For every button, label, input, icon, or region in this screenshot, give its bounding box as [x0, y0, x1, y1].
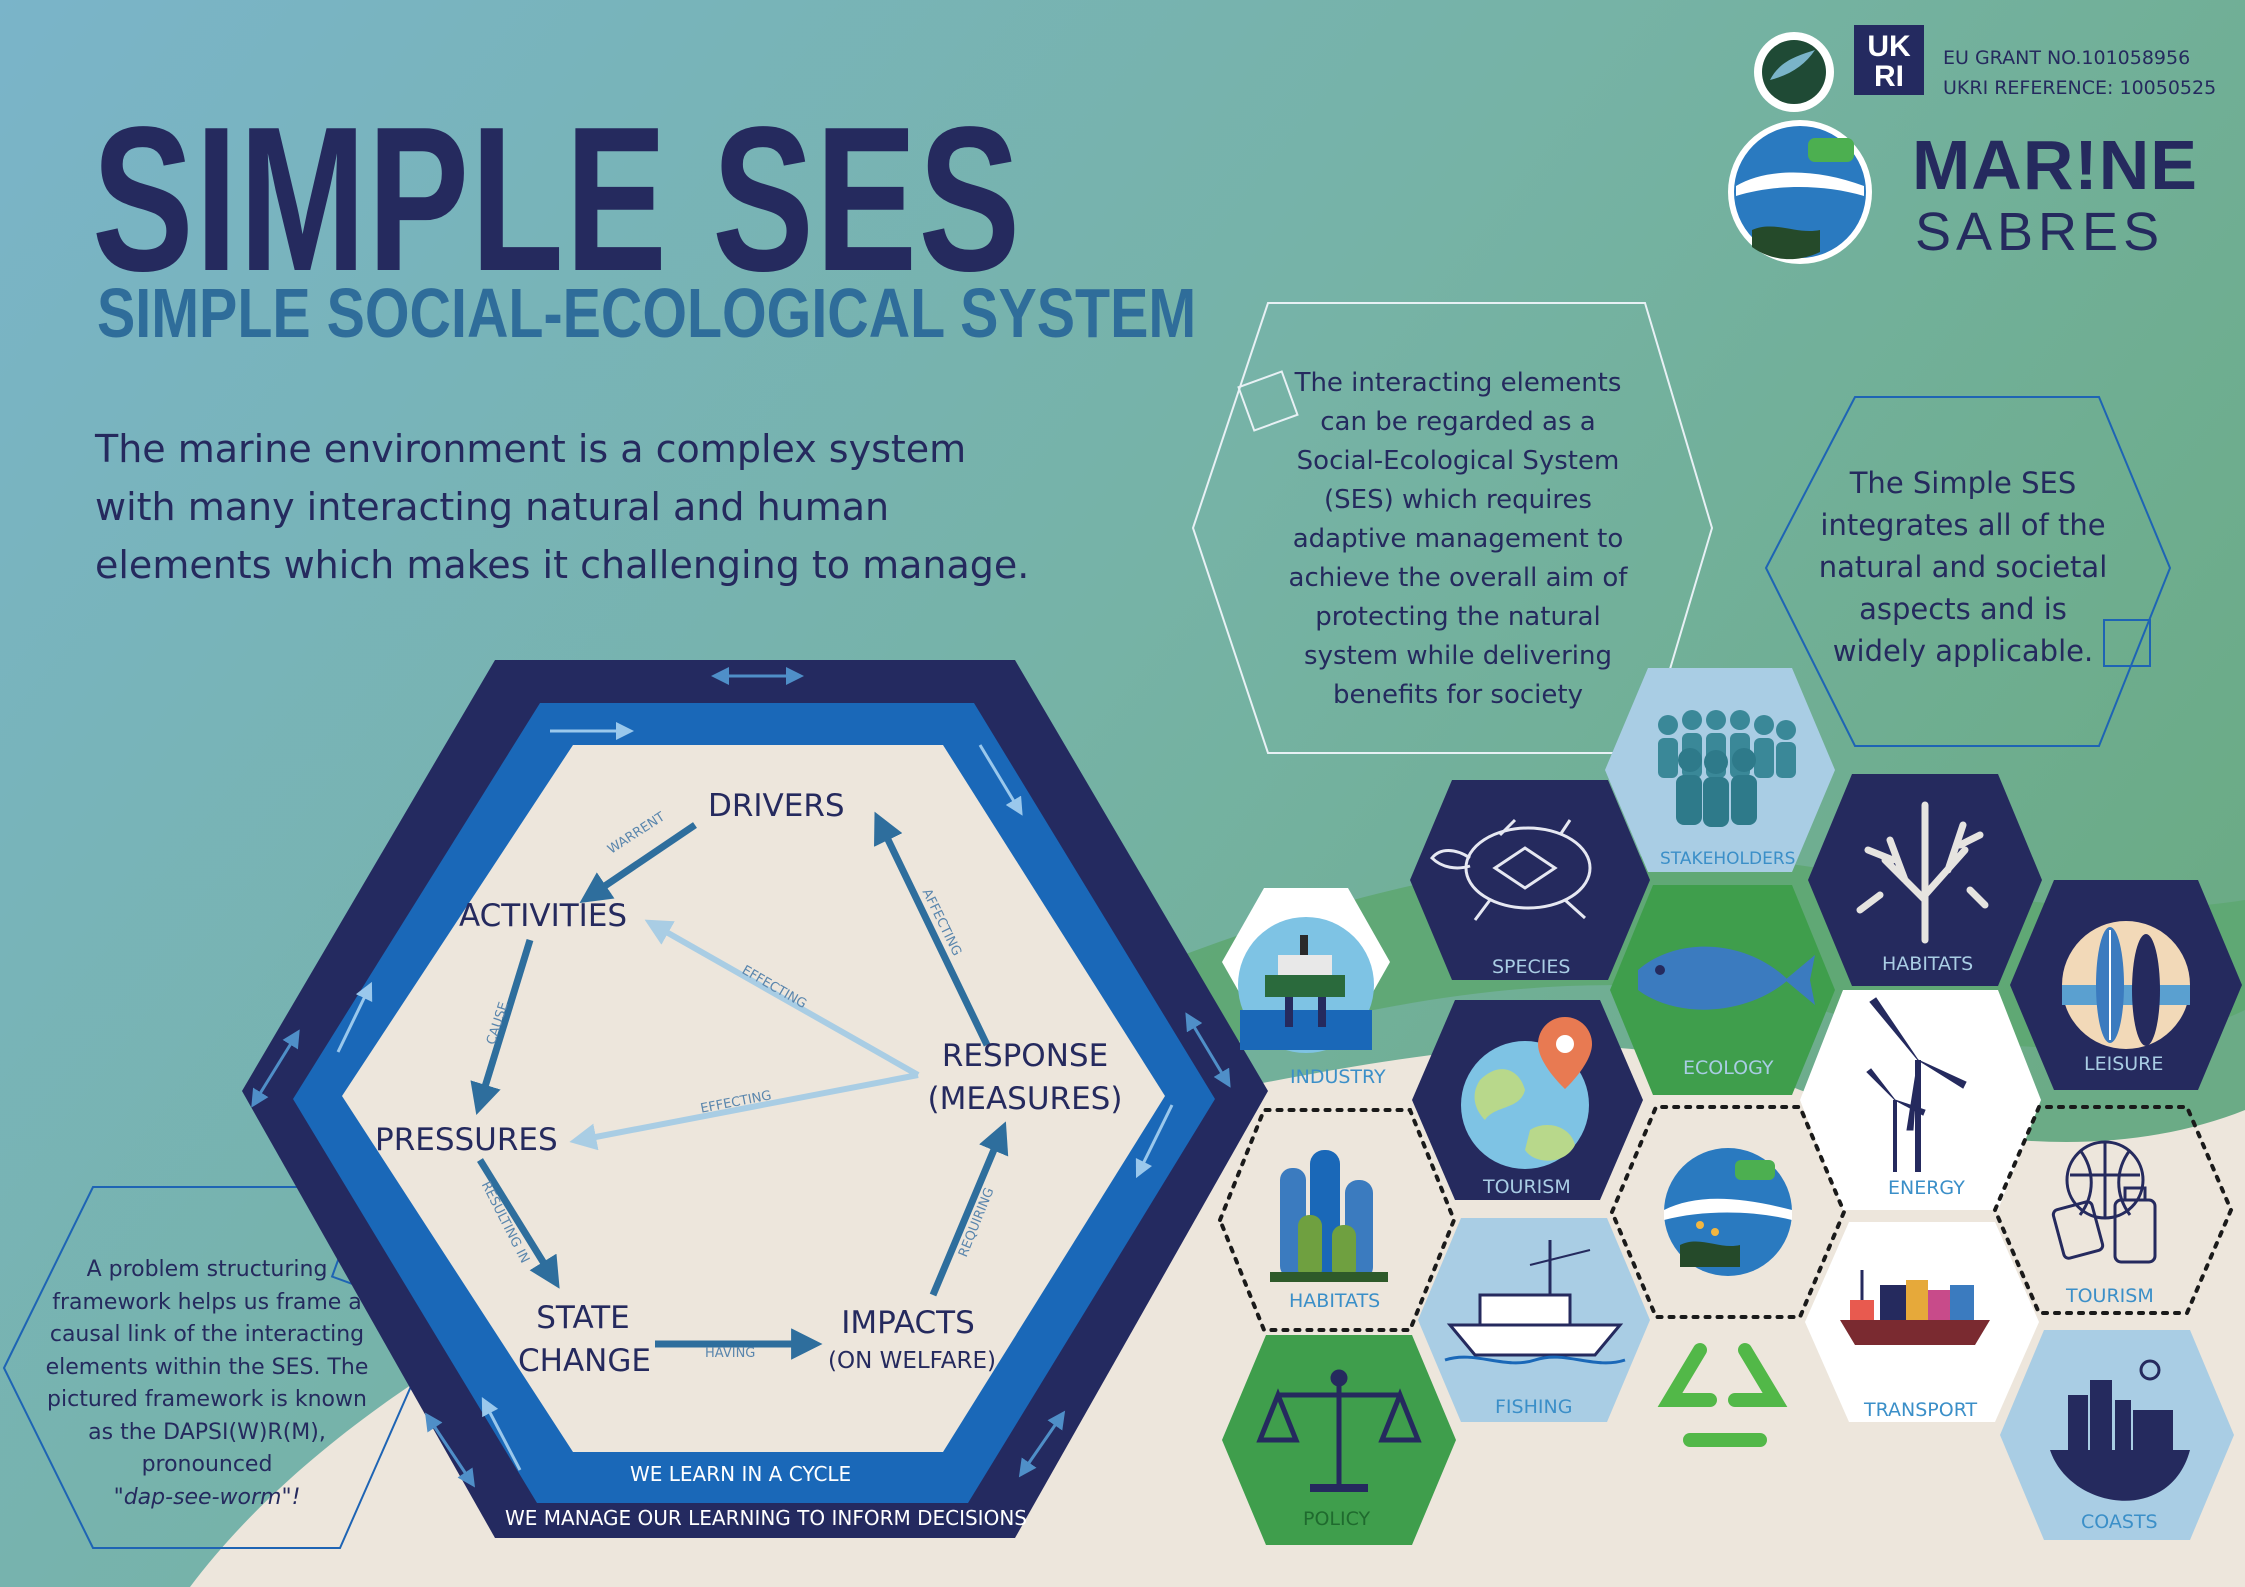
- sponge-icon: [1270, 1150, 1388, 1282]
- node-drivers: DRIVERS: [708, 788, 845, 824]
- ring-arrow-4: [1185, 1012, 1231, 1088]
- scales-icon: [1256, 1369, 1422, 1492]
- warrent-arrow: [579, 822, 697, 904]
- travel-icon: [2051, 1140, 2157, 1264]
- tile-habitats-sponge: [1217, 1108, 1457, 1332]
- tile-species: [1410, 780, 1650, 980]
- stakeholders-icon: [1658, 710, 1796, 827]
- simple-ses-text: The Simple SES integrates all of the nat…: [1818, 466, 2108, 668]
- tile-label-tourism-globe: TOURISM: [1483, 1176, 1571, 1198]
- resulting-arrow: [477, 1158, 560, 1289]
- tile-label-habitats-sponge: HABITATS: [1289, 1290, 1381, 1312]
- ring-arrow-5: [1135, 1104, 1174, 1179]
- tile-label-tourism-travel: TOURISM: [2066, 1285, 2154, 1307]
- node-state-line2: CHANGE: [518, 1343, 651, 1380]
- coral-icon: [1856, 801, 1989, 944]
- framework-text: A problem structuring framework helps us…: [42, 1254, 372, 1514]
- fish-icon: [1638, 946, 1815, 1010]
- ring-arrow-7: [481, 1397, 522, 1471]
- effecting-arrow-activities: [644, 919, 920, 1078]
- surfboard-icon: [2062, 921, 2190, 1049]
- industry-icon: [1238, 917, 1374, 1053]
- ring-arrow-9: [336, 981, 373, 1053]
- ses-callout-frame: [1191, 302, 1714, 754]
- node-pressures: PRESSURES: [375, 1122, 558, 1158]
- dapsiwrm-diagram: [242, 660, 1268, 1538]
- coast-city-icon: [2050, 1359, 2190, 1501]
- iecs-logo: [1754, 32, 1834, 112]
- ses-callout-corner: [1237, 370, 1299, 432]
- tile-label-policy: POLICY: [1303, 1508, 1371, 1530]
- ring-arrow-3: [978, 744, 1023, 816]
- tile-label-ecology: ECOLOGY: [1683, 1057, 1774, 1079]
- recycle-icon: [1657, 1343, 1788, 1447]
- tile-label-leisure: LEISURE: [2084, 1053, 2164, 1075]
- container-ship-icon: [1840, 1270, 1990, 1345]
- wind-turbine-icon: [1866, 997, 1967, 1172]
- simple-ses-callout-frame: [1764, 396, 2172, 747]
- outer-cycle-label: WE MANAGE OUR LEARNING TO INFORM DECISIO…: [505, 1506, 1027, 1530]
- ukri-logo: [1854, 25, 1924, 95]
- node-response-line1: RESPONSE: [941, 1038, 1109, 1074]
- marine-sabres-logo: [1728, 120, 1872, 264]
- simple-ses-callout-corner: [2103, 619, 2151, 667]
- tile-label-fishing: FISHING: [1495, 1396, 1573, 1418]
- tile-label-transport: TRANSPORT: [1864, 1399, 1978, 1421]
- node-impacts: IMPACTS (ON WELFARE): [828, 1305, 997, 1376]
- node-impacts-line1: IMPACTS: [841, 1305, 975, 1341]
- page-title: SIMPLE SES: [92, 84, 1022, 314]
- ring-arrow-10: [251, 1029, 300, 1108]
- inner-cycle-label: WE LEARN IN A CYCLE: [630, 1462, 852, 1486]
- brand-sabres: SABRES: [1915, 202, 2165, 262]
- node-state-change: STATE CHANGE: [518, 1300, 651, 1380]
- node-impacts-line2: (ON WELFARE): [828, 1348, 997, 1375]
- eu-grant-number: EU GRANT NO.101058956: [1943, 47, 2191, 69]
- tile-label-industry: INDUSTRY: [1290, 1066, 1386, 1088]
- turtle-icon: [1429, 818, 1592, 921]
- node-response: RESPONSE (MEASURES): [925, 1038, 1125, 1118]
- page-subtitle: SIMPLE SOCIAL-ECOLOGICAL SYSTEM: [97, 274, 1197, 352]
- tile-label-species: SPECIES: [1492, 956, 1571, 978]
- marine-logo-icon: [1664, 1148, 1792, 1276]
- edge-label-having: HAVING: [705, 1346, 756, 1361]
- node-response-line2: (MEASURES): [927, 1081, 1123, 1118]
- requiring-arrow: [929, 1121, 1009, 1297]
- framework-text-main: A problem structuring framework helps us…: [45, 1257, 369, 1477]
- ukri-reference: UKRI REFERENCE: 10050525: [1943, 77, 2217, 99]
- node-activities: ACTIVITIES: [459, 898, 628, 934]
- node-state-line1: STATE: [536, 1300, 630, 1336]
- tile-marine-logo: [1609, 1105, 1847, 1319]
- grant-info: EU GRANT NO.101058956 UKRI REFERENCE: 10…: [1943, 43, 2216, 103]
- intro-text: The marine environment is a complex syst…: [95, 427, 1030, 587]
- tile-label-habitats-coral: HABITATS: [1882, 953, 1974, 975]
- tile-label-energy: ENERGY: [1888, 1177, 1965, 1199]
- brand-marine: MAR!NE: [1912, 126, 2198, 204]
- tile-label-stakeholders: STAKEHOLDERS: [1660, 849, 1796, 869]
- globe-pin-icon: [1461, 1017, 1592, 1169]
- ses-definition-text: The interacting elements can be regarded…: [1288, 368, 1628, 710]
- framework-text-pronunciation: "dap-see-worm"!: [113, 1484, 301, 1510]
- fishing-boat-icon: [1444, 1240, 1626, 1365]
- ring-arrow-8: [425, 1412, 475, 1488]
- tile-tourism-travel: [1992, 1105, 2234, 1315]
- ukri-logo-text: UK RI: [1867, 30, 1911, 93]
- tile-label-coasts: COASTS: [2081, 1511, 2158, 1533]
- affecting-arrow: [874, 811, 991, 1047]
- effecting-arrow-pressures: [569, 1072, 919, 1151]
- ring-arrow-6: [1018, 1410, 1066, 1478]
- cause-arrow: [470, 938, 534, 1116]
